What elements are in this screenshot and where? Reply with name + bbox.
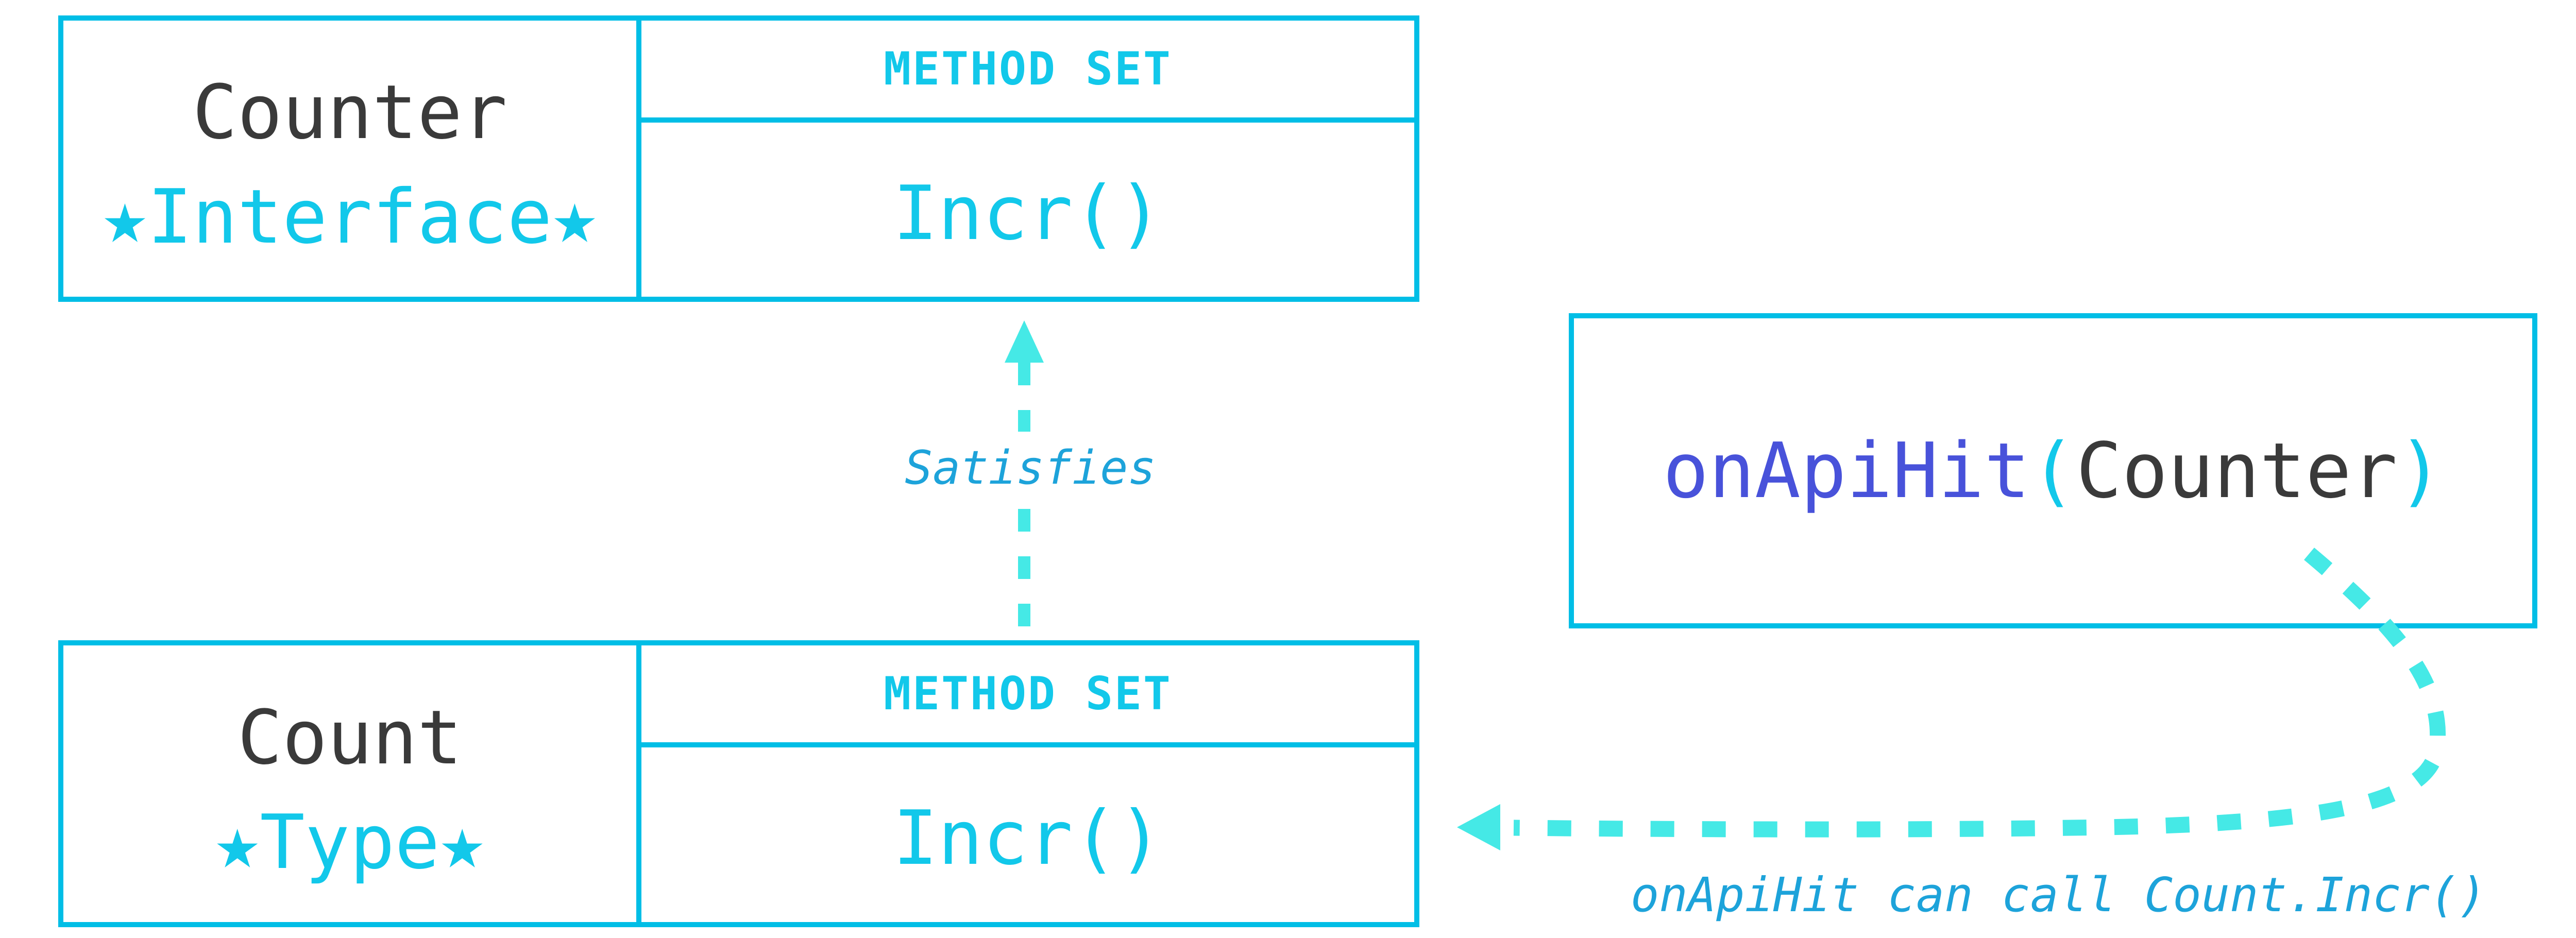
interface-method-set-cell: METHOD SET Incr() <box>641 21 1414 297</box>
function-name: onApiHit <box>1663 427 2030 515</box>
interface-name: Counter <box>192 69 507 156</box>
satisfies-label: Satisfies <box>905 441 1156 495</box>
open-paren-icon: ( <box>2030 427 2076 515</box>
interface-method-item: Incr() <box>893 169 1163 257</box>
type-stereotype: ★Type★ <box>215 798 485 886</box>
interface-card: Counter ★Interface★ METHOD SET Incr() <box>58 15 1419 302</box>
type-name-cell: Count ★Type★ <box>63 645 641 922</box>
interface-method-set-header: METHOD SET <box>641 21 1414 123</box>
close-paren-icon: ) <box>2397 427 2444 515</box>
type-card: Count ★Type★ METHOD SET Incr() <box>58 640 1419 927</box>
call-arrow-caption: onApiHit can call Count.Incr() <box>1631 867 2487 923</box>
call-arrowhead-left-icon <box>1457 804 1500 850</box>
type-method-item: Incr() <box>893 795 1163 882</box>
type-method-set-cell: METHOD SET Incr() <box>641 645 1414 922</box>
satisfies-arrowhead-up-icon <box>1005 320 1044 363</box>
interface-stereotype: ★Interface★ <box>102 174 598 261</box>
type-name: Count <box>237 694 463 781</box>
call-expression-box: onApiHit(Counter) <box>1569 313 2537 628</box>
interface-name-cell: Counter ★Interface★ <box>63 21 641 297</box>
type-method-set-header: METHOD SET <box>641 645 1414 747</box>
argument-name: Counter <box>2076 427 2398 515</box>
